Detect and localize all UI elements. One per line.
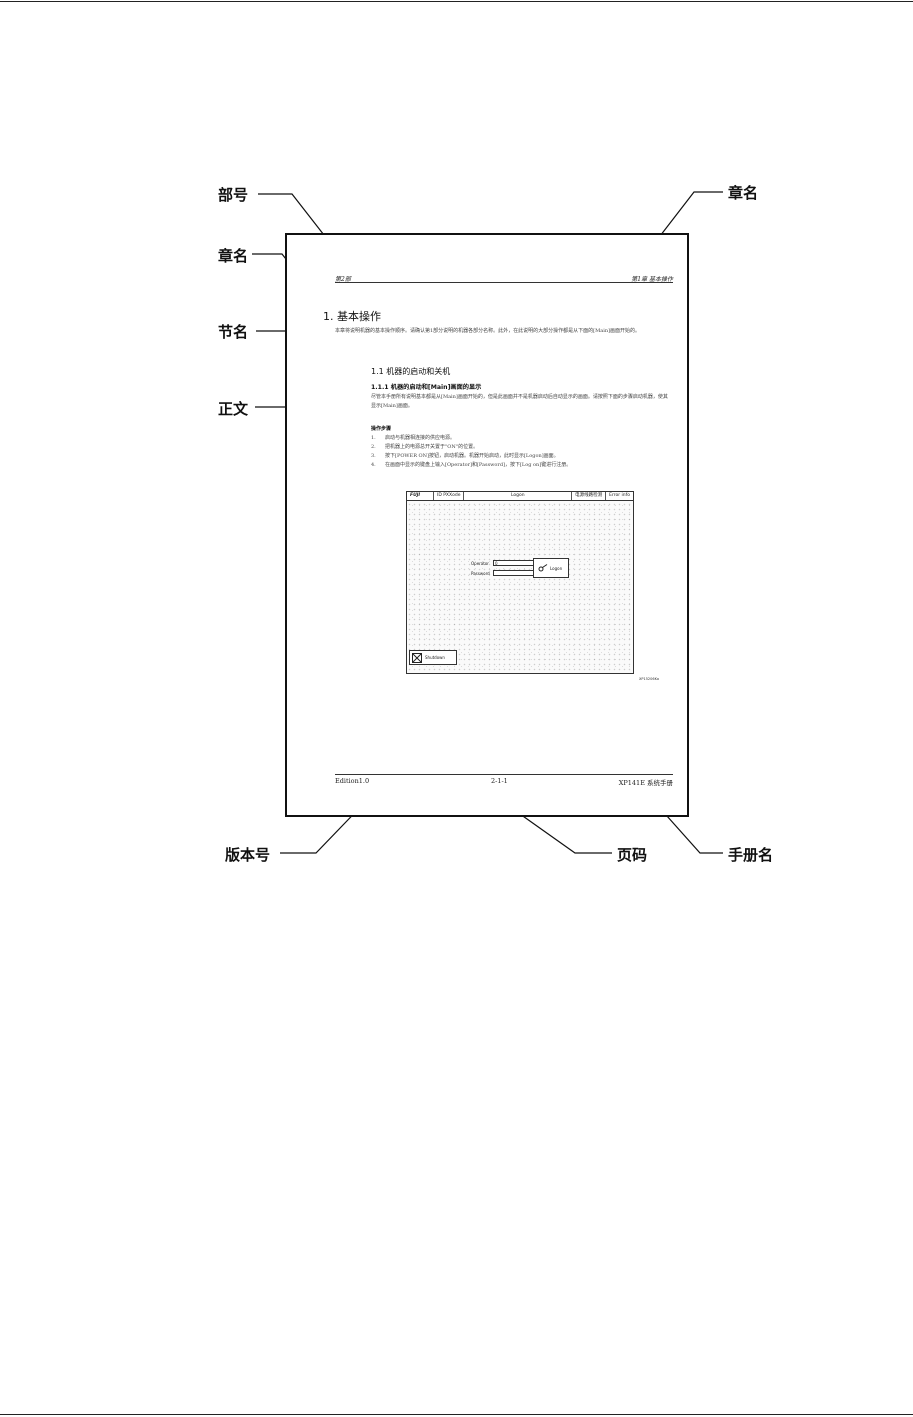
- footer-page-number: 2-1-1: [491, 777, 508, 785]
- step-text: 启动与机器相连接的供应电源。: [385, 435, 456, 441]
- subsubsection-title: 1.1.1 机器的启动和[Main]画面的显示: [371, 384, 482, 391]
- subsection-title: 1.1 机器的启动和关机: [371, 367, 451, 376]
- bottom-border: [0, 1414, 913, 1415]
- step-item: 2. 把机器上的电源总开关置于"ON"的位置。: [371, 443, 571, 452]
- steps-list: 1. 启动与机器相连接的供应电源。 2. 把机器上的电源总开关置于"ON"的位置…: [371, 434, 571, 470]
- footer-edition: Edition1.0: [335, 777, 370, 785]
- screen-tab-title: Logon: [464, 492, 573, 500]
- key-icon: [538, 564, 548, 572]
- shutdown-button-label: Shutdown: [425, 655, 445, 660]
- step-number: 1.: [371, 435, 376, 441]
- figure-reference: XP15206Ka: [638, 677, 659, 681]
- screen-logo: FUJI: [407, 492, 434, 500]
- logon-button-label: Logon: [550, 566, 563, 571]
- step-number: 4.: [371, 462, 376, 468]
- footer-manual-name: XP141E 系统手册: [618, 779, 673, 787]
- screen-tab-mode: ID PXXode: [434, 492, 465, 500]
- label-chapter-name-top: 章名: [728, 184, 759, 202]
- operator-field: 0: [493, 560, 537, 566]
- label-chapter-name-left: 章名: [218, 247, 249, 265]
- label-manual-name: 手册名: [728, 846, 774, 864]
- section-title: 1. 基本操作: [323, 310, 381, 323]
- step-text: 按下[POWER ON]按钮，启动机器。机器开始启动，此时显示[Logon]画面…: [385, 453, 559, 459]
- logon-screen-figure: FUJI ID PXXode Logon 电源线路检测 Error info O…: [406, 491, 659, 681]
- footer-rule: [335, 774, 673, 775]
- body-paragraph: 尽管本手册所有说明基本都是从[Main]画面开始的，但是此画面并不是机器启动后自…: [371, 394, 668, 409]
- screen-tab-status: 电源线路检测: [572, 492, 607, 500]
- step-item: 1. 启动与机器相连接的供应电源。: [371, 434, 571, 443]
- close-box-icon: [412, 653, 422, 663]
- password-field: [493, 570, 537, 576]
- label-edition-number: 版本号: [225, 846, 271, 864]
- shutdown-button: Shutdown: [409, 650, 457, 665]
- header-rule: [335, 282, 673, 283]
- operator-label: Operator: [471, 561, 489, 566]
- step-item: 4. 在画面中显示的键盘上输入[Operator]和[Password]，按下[…: [371, 461, 571, 470]
- step-number: 3.: [371, 453, 376, 459]
- steps-title: 操作步骤: [371, 426, 392, 432]
- step-number: 2.: [371, 444, 376, 450]
- password-label: Password: [471, 571, 490, 576]
- screen-tab-error: Error info: [609, 493, 630, 498]
- logon-button: Logon: [533, 558, 569, 578]
- intro-paragraph: 本章将说明机器的基本操作顺序。请确认第1部分说明的机器各部分名称。此外，在此说明…: [335, 328, 641, 334]
- step-item: 3. 按下[POWER ON]按钮，启动机器。机器开始启动，此时显示[Logon…: [371, 452, 571, 461]
- step-text: 在画面中显示的键盘上输入[Operator]和[Password]，按下[Log…: [385, 462, 572, 468]
- sample-manual-page: 第2部 第1章 基本操作 1. 基本操作 本章将说明机器的基本操作顺序。请确认第…: [285, 233, 689, 817]
- label-page-number: 页码: [617, 846, 648, 864]
- label-part-number: 部号: [218, 186, 249, 204]
- label-section-name: 节名: [218, 323, 249, 341]
- page-header-chapter: 第1章 基本操作: [631, 276, 673, 283]
- operator-value: 0: [495, 561, 498, 566]
- step-text: 把机器上的电源总开关置于"ON"的位置。: [385, 444, 479, 450]
- screen-title-bar: FUJI ID PXXode Logon 电源线路检测 Error info: [407, 492, 633, 501]
- page-header-part: 第2部: [335, 276, 351, 283]
- label-body-text: 正文: [218, 400, 249, 418]
- top-border: [0, 1, 913, 2]
